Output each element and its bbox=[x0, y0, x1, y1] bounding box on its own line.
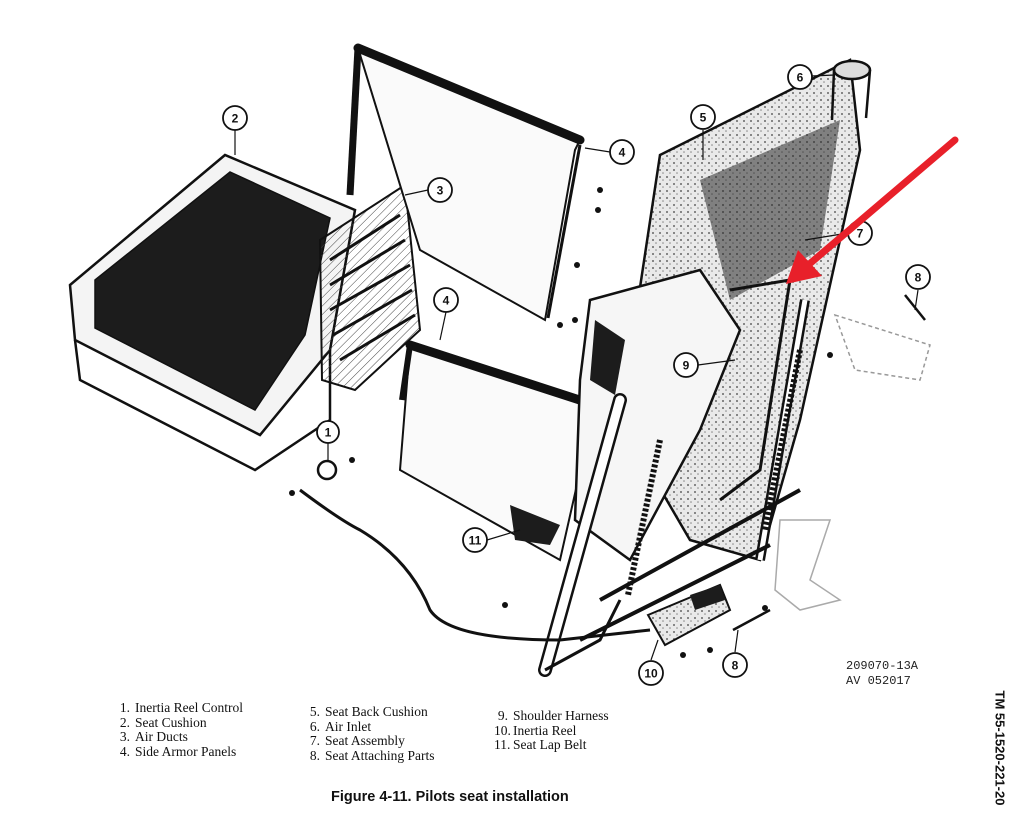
svg-text:9: 9 bbox=[683, 359, 690, 373]
svg-text:1: 1 bbox=[325, 426, 332, 440]
svg-text:11: 11 bbox=[469, 534, 482, 548]
side-armor-panel-upper bbox=[346, 43, 585, 322]
document-number-text: TM 55-1520-221-20 bbox=[992, 690, 1008, 805]
seat-frame bbox=[538, 299, 810, 677]
callout-4-lower: 4 bbox=[433, 287, 459, 313]
legend-item: 11.Seat Lap Belt bbox=[494, 737, 587, 752]
legend-column-3: 9.Shoulder Harness 10.Inertia Reel 11.Se… bbox=[494, 708, 609, 753]
side-armor-panel-lower bbox=[398, 340, 600, 562]
air-ducts bbox=[318, 183, 422, 392]
svg-text:8: 8 bbox=[915, 271, 922, 285]
drawing-code-line: AV 052017 bbox=[846, 674, 911, 688]
legend-item: 1.Inertia Reel Control bbox=[119, 700, 243, 715]
legend-item: 6.Air Inlet bbox=[309, 718, 372, 734]
drawing-code-line: 209070-13A bbox=[846, 659, 919, 673]
callout-2: 2 bbox=[222, 105, 248, 131]
legend-item: 4.Side Armor Panels bbox=[119, 743, 237, 759]
legend-item: 9.Shoulder Harness bbox=[497, 708, 609, 723]
figure-caption: Figure 4-11. Pilots seat installation bbox=[331, 789, 569, 805]
drawing-code: 209070-13A AV 052017 bbox=[846, 659, 918, 689]
inertia-reel-cable bbox=[299, 459, 651, 642]
legend-item: 3.Air Ducts bbox=[119, 729, 188, 744]
callout-6: 6 bbox=[787, 64, 813, 90]
seat-lap-belt bbox=[510, 505, 560, 545]
callout-3: 3 bbox=[427, 177, 453, 203]
callout-8-lower: 8 bbox=[722, 652, 748, 678]
callout-10: 10 bbox=[638, 660, 664, 686]
callout-8-upper: 8 bbox=[905, 264, 931, 290]
callout-4-upper: 4 bbox=[609, 139, 635, 165]
legend-item: 10.Inertia Reel bbox=[494, 722, 577, 738]
svg-text:3: 3 bbox=[437, 184, 444, 198]
svg-text:10: 10 bbox=[644, 667, 658, 681]
air-inlet bbox=[830, 59, 872, 121]
svg-text:2: 2 bbox=[232, 112, 239, 126]
document-number: TM 55-1520-221-20 bbox=[990, 685, 1010, 810]
callout-11: 11 bbox=[462, 527, 488, 553]
legend-column-1: 1.Inertia Reel Control 2.Seat Cushion 3.… bbox=[116, 700, 243, 759]
svg-text:4: 4 bbox=[443, 294, 450, 308]
svg-text:4: 4 bbox=[619, 146, 626, 160]
svg-text:6: 6 bbox=[797, 71, 804, 85]
hardware bbox=[289, 187, 833, 658]
callout-1: 1 bbox=[316, 420, 340, 444]
legend-item: 7.Seat Assembly bbox=[309, 733, 405, 748]
svg-text:7: 7 bbox=[857, 227, 864, 241]
callout-5: 5 bbox=[690, 104, 716, 130]
highlight-arrow bbox=[786, 136, 959, 284]
inertia-reel bbox=[646, 583, 732, 647]
seat-assembly bbox=[573, 58, 862, 562]
legend-column-2: 5.Seat Back Cushion 6.Air Inlet 7.Seat A… bbox=[306, 704, 435, 763]
svg-text:8: 8 bbox=[732, 659, 739, 673]
svg-text:5: 5 bbox=[700, 111, 707, 125]
legend-item: 8.Seat Attaching Parts bbox=[309, 747, 435, 763]
legend-item: 5.Seat Back Cushion bbox=[309, 704, 428, 719]
callout-9: 9 bbox=[673, 352, 699, 378]
seat-cushion bbox=[68, 153, 357, 472]
legend-item: 2.Seat Cushion bbox=[119, 714, 207, 730]
